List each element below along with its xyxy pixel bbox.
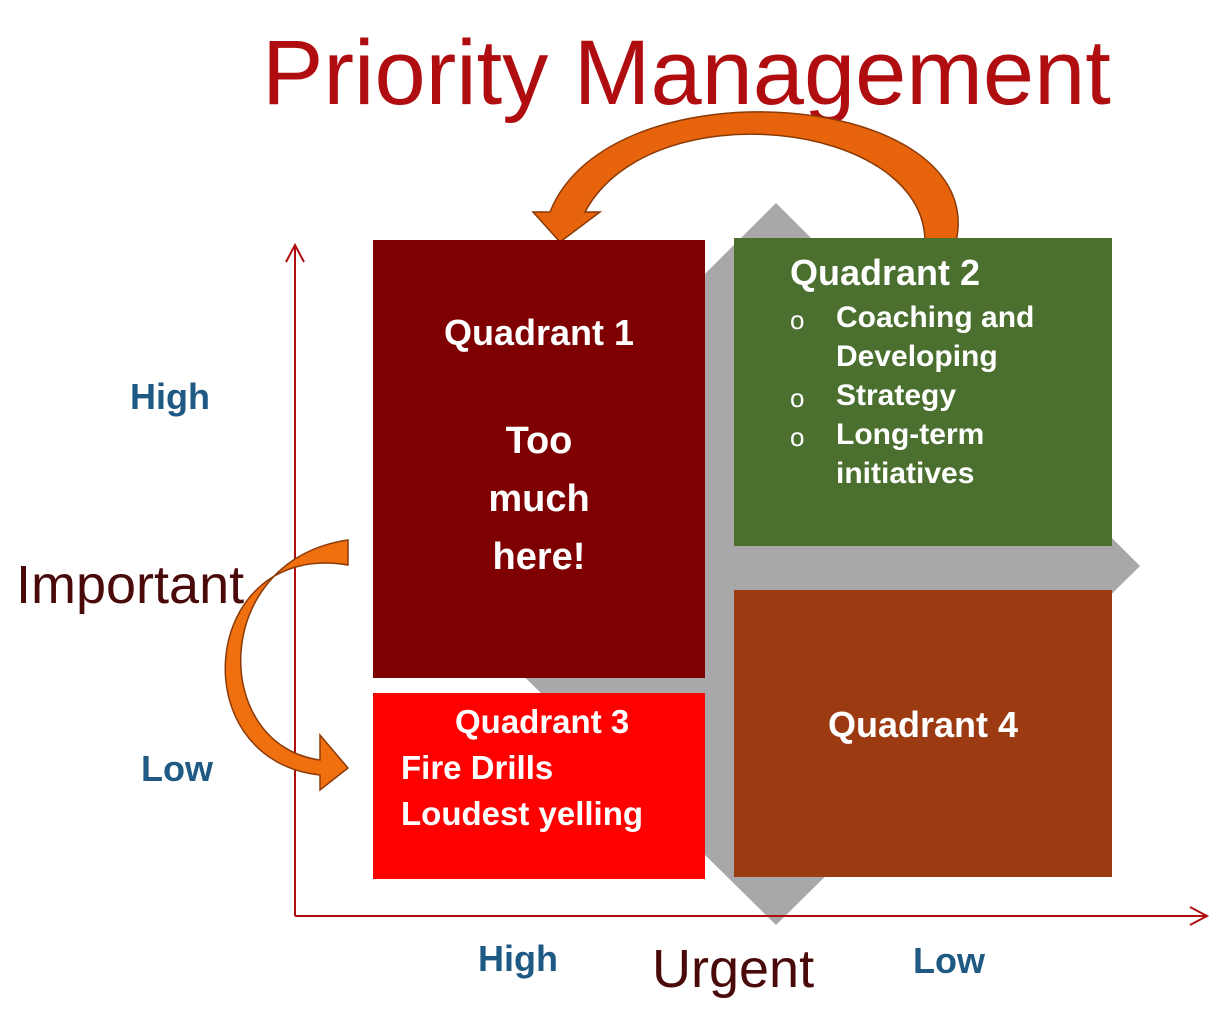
curved-arrow-top — [531, 111, 959, 244]
quadrant-3: Quadrant 3 Fire Drills Loudest yelling — [373, 693, 705, 879]
list-item-label: Long-term initiatives — [836, 418, 985, 490]
quadrant-1: Quadrant 1 Too much here! — [373, 240, 705, 678]
x-axis-high-label: High — [478, 938, 558, 979]
y-axis-title: Important — [16, 555, 245, 615]
page-title: Priority Management — [262, 22, 1111, 124]
quadrant-4: Quadrant 4 — [734, 590, 1112, 877]
list-item: o Coaching and Developing — [734, 298, 1066, 376]
circle-bullet-icon: o — [790, 422, 805, 452]
quadrant-3-title: Quadrant 3 — [455, 703, 630, 740]
y-axis-low-label: Low — [141, 748, 213, 789]
list-item: o Long-term initiatives — [734, 415, 1066, 493]
y-axis — [285, 242, 305, 916]
y-axis-high-label: High — [130, 376, 210, 417]
quadrant-3-line: Loudest yelling — [401, 795, 644, 832]
x-axis — [295, 906, 1210, 926]
quadrant-1-note: Too much here! — [488, 420, 590, 578]
circle-bullet-icon: o — [790, 383, 805, 413]
x-axis-title: Urgent — [652, 939, 815, 999]
x-axis-low-label: Low — [913, 940, 985, 981]
quadrant-3-line: Fire Drills — [401, 749, 554, 786]
curved-arrow-left — [224, 539, 350, 792]
quadrant-4-title: Quadrant 4 — [827, 704, 1019, 745]
quadrant-1-title: Quadrant 1 — [443, 312, 635, 353]
list-item-label: Strategy — [836, 379, 957, 412]
list-item-label: Coaching and Developing — [836, 301, 1035, 373]
circle-bullet-icon: o — [790, 305, 805, 335]
list-item: o Strategy — [734, 376, 1066, 415]
quadrant-2-title: Quadrant 2 — [790, 252, 981, 293]
